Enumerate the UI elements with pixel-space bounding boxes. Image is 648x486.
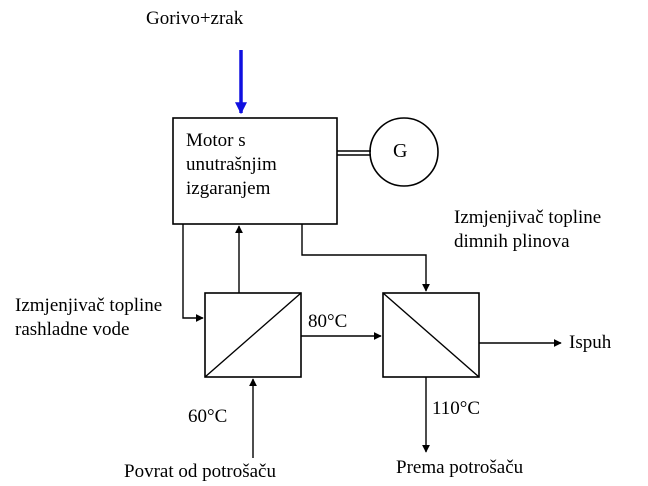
fuel-air-label: Gorivo+zrak bbox=[146, 8, 244, 29]
temperature-60-label: 60°C bbox=[188, 406, 228, 427]
generator-label: G bbox=[393, 140, 408, 162]
engine-box bbox=[172, 117, 338, 225]
generator-circle bbox=[369, 117, 439, 187]
temperature-80-label: 80°C bbox=[308, 311, 348, 332]
temperature-110-label: 110°C bbox=[432, 398, 481, 419]
cooling-water-exchanger-diagonal bbox=[204, 292, 302, 378]
flue-gas-exchanger-box bbox=[382, 292, 480, 378]
exhaust-gas-line bbox=[301, 224, 430, 292]
flue-gas-exchanger-diagonal bbox=[382, 292, 480, 378]
engine-label: Motor s unutrašnjim izgaranjem bbox=[186, 130, 277, 199]
return-from-consumer-label: Povrat od potrošaču bbox=[124, 461, 276, 482]
cooling-water-exchanger-box bbox=[204, 292, 302, 378]
to-consumer-label: Prema potrošaču bbox=[396, 457, 524, 478]
exhaust-label: Ispuh bbox=[569, 332, 612, 353]
coolant-out-line bbox=[182, 224, 204, 322]
flue-gas-exchanger-label: Izmjenjivač topline dimnih plinova bbox=[454, 207, 602, 252]
cooling-water-exchanger-label: Izmjenjivač topline rashladne vode bbox=[15, 295, 163, 340]
